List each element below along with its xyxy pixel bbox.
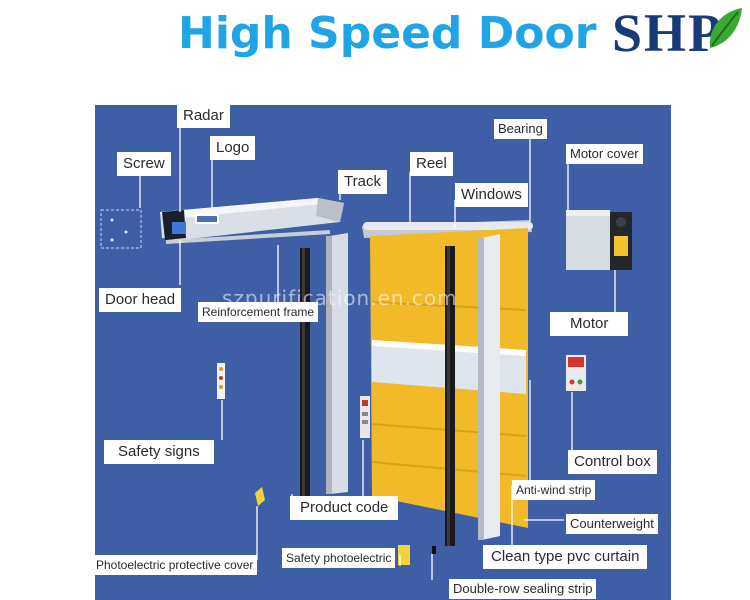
label-double-row-sealing-strip: Double-row sealing strip — [449, 579, 597, 599]
label-counterweight: Counterweight — [566, 514, 658, 534]
label-safety-photoelectric: Safety photoelectric — [282, 548, 396, 568]
label-reel: Reel — [410, 152, 453, 176]
safety-signs — [217, 363, 225, 399]
label-photoelectric-protective-cover: Photoelectric protective cover — [92, 555, 258, 575]
label-windows: Windows — [455, 183, 528, 207]
label-door-head: Door head — [99, 288, 182, 312]
photoelectric-cover — [255, 487, 265, 506]
product-code-tag — [360, 396, 370, 438]
label-motor-cover: Motor cover — [566, 144, 643, 164]
control-box-unit — [566, 355, 586, 391]
label-logo: Logo — [210, 136, 256, 160]
brand-logo: SHP — [612, 3, 724, 63]
label-radar: Radar — [177, 104, 230, 128]
label-reinforcement-frame: Reinforcement frame — [198, 302, 319, 322]
page-title: High Speed Door — [178, 8, 597, 59]
leaf-icon — [709, 8, 742, 48]
label-motor: Motor — [550, 312, 629, 336]
door-head — [160, 198, 344, 244]
label-screw: Screw — [117, 152, 171, 176]
label-track: Track — [338, 170, 387, 194]
label-product-code: Product code — [290, 496, 399, 520]
label-bearing: Bearing — [494, 119, 547, 139]
right-track — [445, 234, 500, 546]
screw-detail — [100, 209, 142, 249]
motor-unit — [566, 210, 632, 270]
label-safety-signs: Safety signs — [104, 440, 214, 464]
label-clean-type-pvc-curtain: Clean type pvc curtain — [483, 545, 648, 569]
safety-photoelectric-sensor — [398, 545, 436, 565]
left-track — [300, 233, 348, 506]
label-control-box: Control box — [568, 450, 657, 474]
label-anti-wind-strip: Anti-wind strip — [512, 480, 596, 500]
